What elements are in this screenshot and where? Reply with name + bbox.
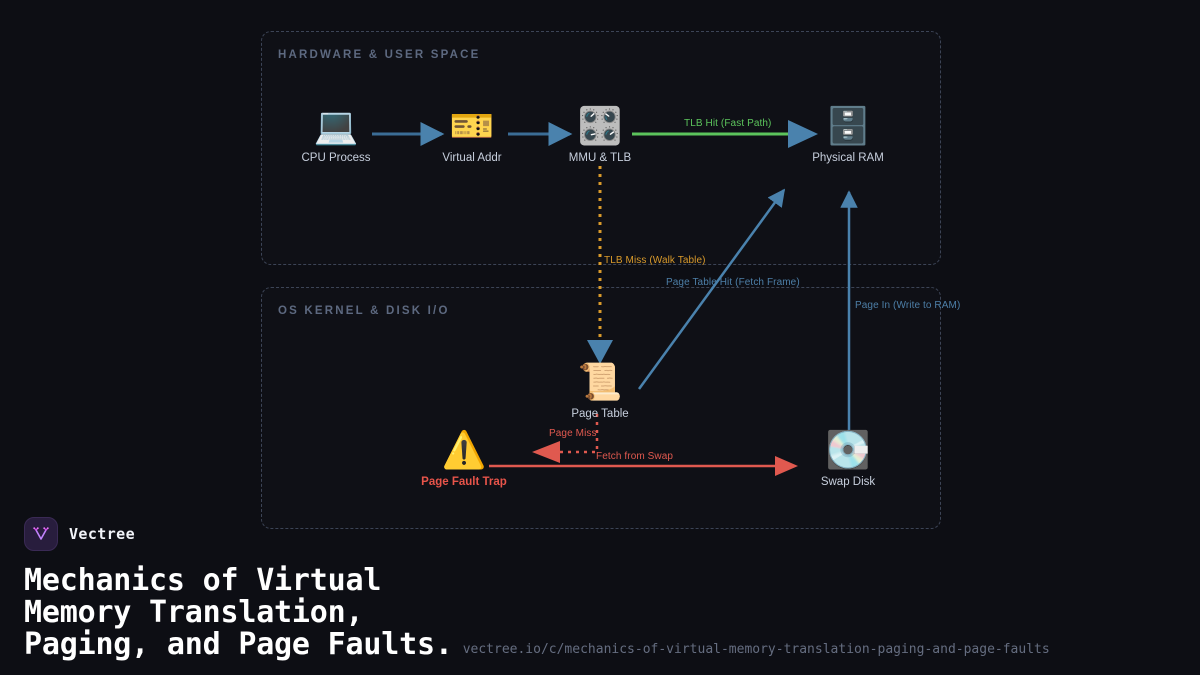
title-row: Mechanics of Virtual Memory Translation,… bbox=[24, 565, 1200, 661]
laptop-icon: 💻 bbox=[313, 105, 359, 146]
control-knobs-icon: 🎛️ bbox=[577, 105, 623, 146]
node-page-table: 📜 Page Table bbox=[540, 360, 660, 421]
node-label-physical-ram: Physical RAM bbox=[812, 152, 884, 164]
file-cabinet-icon: 🗄️ bbox=[825, 105, 871, 146]
node-label-swap-disk: Swap Disk bbox=[820, 476, 876, 488]
computer-disk-icon: 💽 bbox=[825, 429, 871, 470]
page-url: vectree.io/c/mechanics-of-virtual-memory… bbox=[462, 642, 1050, 657]
panel-kernel-title: OS KERNEL & DISK I/O bbox=[278, 305, 450, 317]
page-title: Mechanics of Virtual Memory Translation,… bbox=[24, 563, 453, 662]
edge-label-tlb-hit: TLB Hit (Fast Path) bbox=[684, 118, 772, 129]
vectree-logo-icon bbox=[24, 517, 58, 551]
ticket-icon: 🎫 bbox=[449, 105, 495, 146]
node-virtual-addr: 🎫 Virtual Addr bbox=[412, 104, 532, 165]
node-physical-ram: 🗄️ Physical RAM bbox=[788, 104, 908, 165]
node-label-page-table: Page Table bbox=[571, 408, 629, 420]
brand-row: Vectree bbox=[24, 517, 1200, 551]
vectree-mark bbox=[33, 527, 49, 540]
edge-label-page-in: Page In (Write to RAM) bbox=[855, 300, 961, 311]
node-swap-disk: 💽 Swap Disk bbox=[788, 428, 908, 489]
edge-label-page-miss: Page Miss bbox=[549, 428, 597, 439]
edge-label-fetch-from-swap: Fetch from Swap bbox=[596, 451, 674, 462]
node-label-virtual-addr: Virtual Addr bbox=[442, 152, 502, 164]
node-label-mmu-tlb: MMU & TLB bbox=[568, 152, 632, 164]
node-label-cpu-process: CPU Process bbox=[301, 152, 371, 164]
scroll-icon: 📜 bbox=[577, 361, 623, 402]
node-page-fault-trap: ⚠️ Page Fault Trap bbox=[404, 428, 524, 489]
brand-name: Vectree bbox=[69, 525, 136, 543]
warning-icon: ⚠️ bbox=[441, 429, 487, 470]
edge-label-tlb-miss: TLB Miss (Walk Table) bbox=[604, 255, 706, 266]
panel-hardware-title: HARDWARE & USER SPACE bbox=[278, 49, 481, 61]
node-cpu-process: 💻 CPU Process bbox=[276, 104, 396, 165]
footer: Vectree Mechanics of Virtual Memory Tran… bbox=[0, 517, 1200, 675]
node-mmu-tlb: 🎛️ MMU & TLB bbox=[540, 104, 660, 165]
edge-label-page-table-hit: Page Table Hit (Fetch Frame) bbox=[666, 277, 800, 288]
node-label-page-fault-trap: Page Fault Trap bbox=[421, 476, 507, 488]
